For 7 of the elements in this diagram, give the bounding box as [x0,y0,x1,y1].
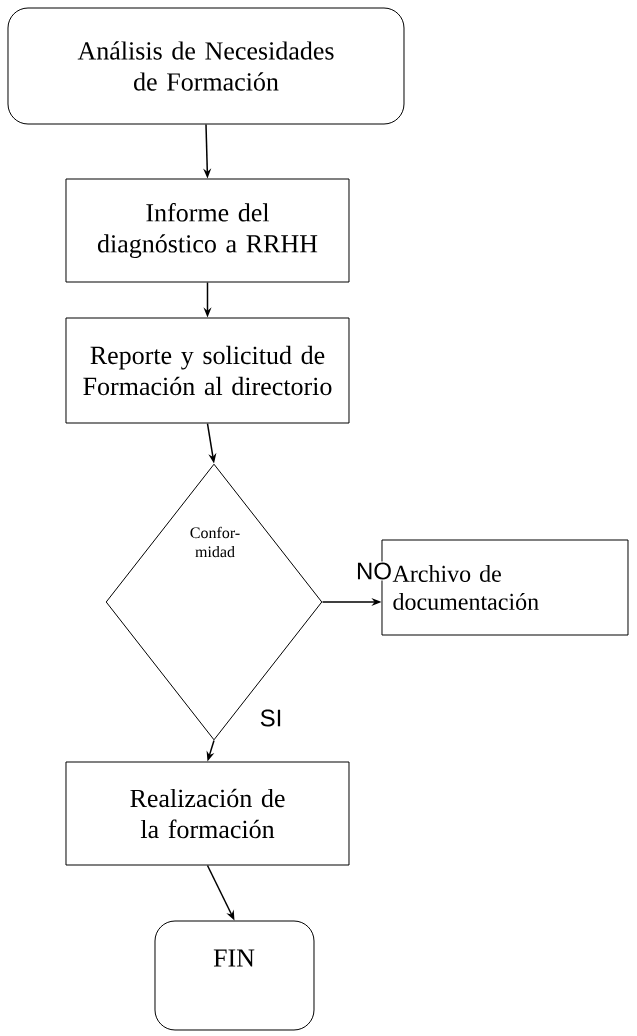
terminal-box: Análisis de Necesidades de Formación [7,7,405,125]
terminal-box: FIN [154,920,315,1031]
process-box: Informe del diagnóstico a RRHH [65,178,350,283]
edge-label: NO [355,561,393,581]
process-box: Realización de la formación [65,761,350,866]
edge-label: SI [258,708,284,728]
process-box: Reporte y solicitud de Formación al directorio [65,317,350,424]
